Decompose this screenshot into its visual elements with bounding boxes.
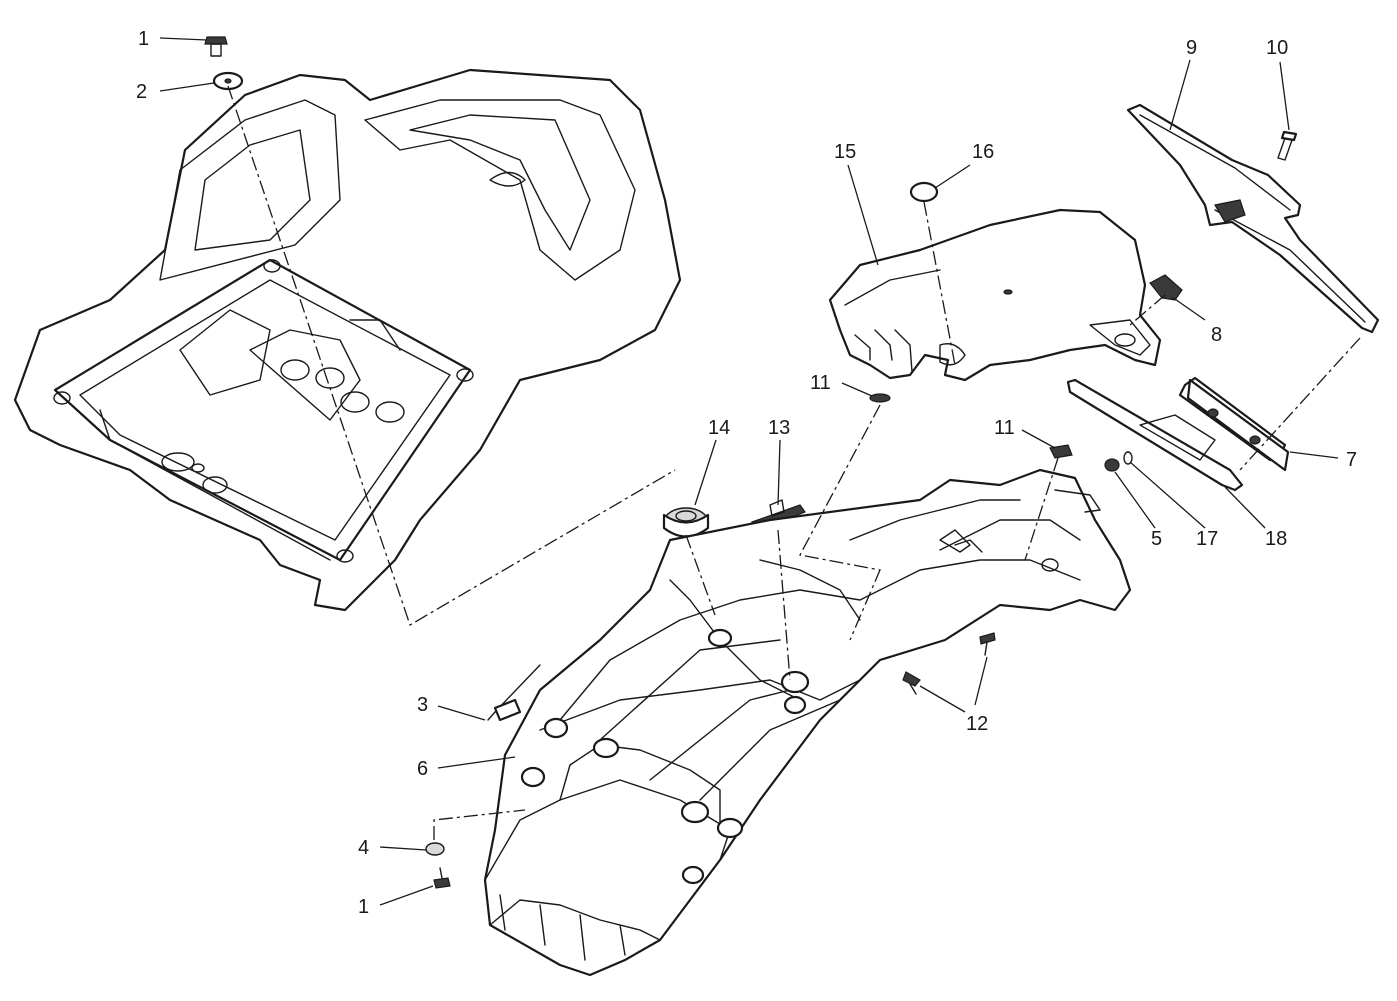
- callout-13: 13: [768, 417, 790, 439]
- callout-17: 17: [1196, 528, 1218, 550]
- leader-lines: [159, 37, 1339, 906]
- callout-18: 18: [1265, 528, 1287, 550]
- callout-11-right: 11: [994, 417, 1015, 439]
- cap-part-16: [909, 181, 939, 203]
- grommet-part-14: [662, 507, 710, 538]
- screw-part-12-b: [902, 671, 921, 695]
- callout-14: 14: [708, 417, 730, 439]
- callout-12: 12: [966, 713, 988, 735]
- callout-1-bottom: 1: [358, 896, 369, 918]
- washer-part-2: [212, 71, 244, 91]
- callout-4: 4: [358, 837, 369, 859]
- callout-7: 7: [1346, 449, 1357, 471]
- callout-5: 5: [1151, 528, 1162, 550]
- rear-fender-part-6: [483, 468, 1132, 977]
- washer-part-17: [1123, 451, 1133, 465]
- tail-housing-part-15: [828, 208, 1162, 382]
- callout-11-left: 11: [810, 372, 831, 394]
- screw-part-1-bottom: [433, 867, 451, 889]
- nut-part-11-right: [1049, 444, 1073, 459]
- assembly-lines: [227, 85, 1361, 840]
- screw-part-1-top: [204, 36, 228, 57]
- screw-part-10: [1277, 130, 1298, 161]
- screw-part-12-a: [979, 632, 996, 656]
- cable-tie-part-3: [487, 664, 541, 722]
- callout-1-top: 1: [138, 28, 149, 50]
- callout-6: 6: [417, 758, 428, 780]
- reflector-part-7: [1178, 376, 1290, 472]
- nut-part-11-left: [869, 393, 891, 403]
- washer-part-4: [425, 842, 445, 856]
- bracket-part-18: [1066, 378, 1244, 492]
- plate-bracket-part-9: [1126, 103, 1380, 334]
- callout-labels: 1 2 9 10 15 16 8 11 14 13 11 7 5 17 18 3…: [136, 28, 1357, 918]
- nut-part-5: [1104, 458, 1120, 472]
- clip-part-8: [1149, 274, 1183, 301]
- callout-3: 3: [417, 694, 428, 716]
- callout-8: 8: [1211, 324, 1222, 346]
- seat-tray-part: [13, 68, 682, 612]
- callout-16: 16: [972, 141, 994, 163]
- callout-2: 2: [136, 81, 147, 103]
- callout-15: 15: [834, 141, 856, 163]
- callout-9: 9: [1186, 37, 1197, 59]
- callout-10: 10: [1266, 37, 1288, 59]
